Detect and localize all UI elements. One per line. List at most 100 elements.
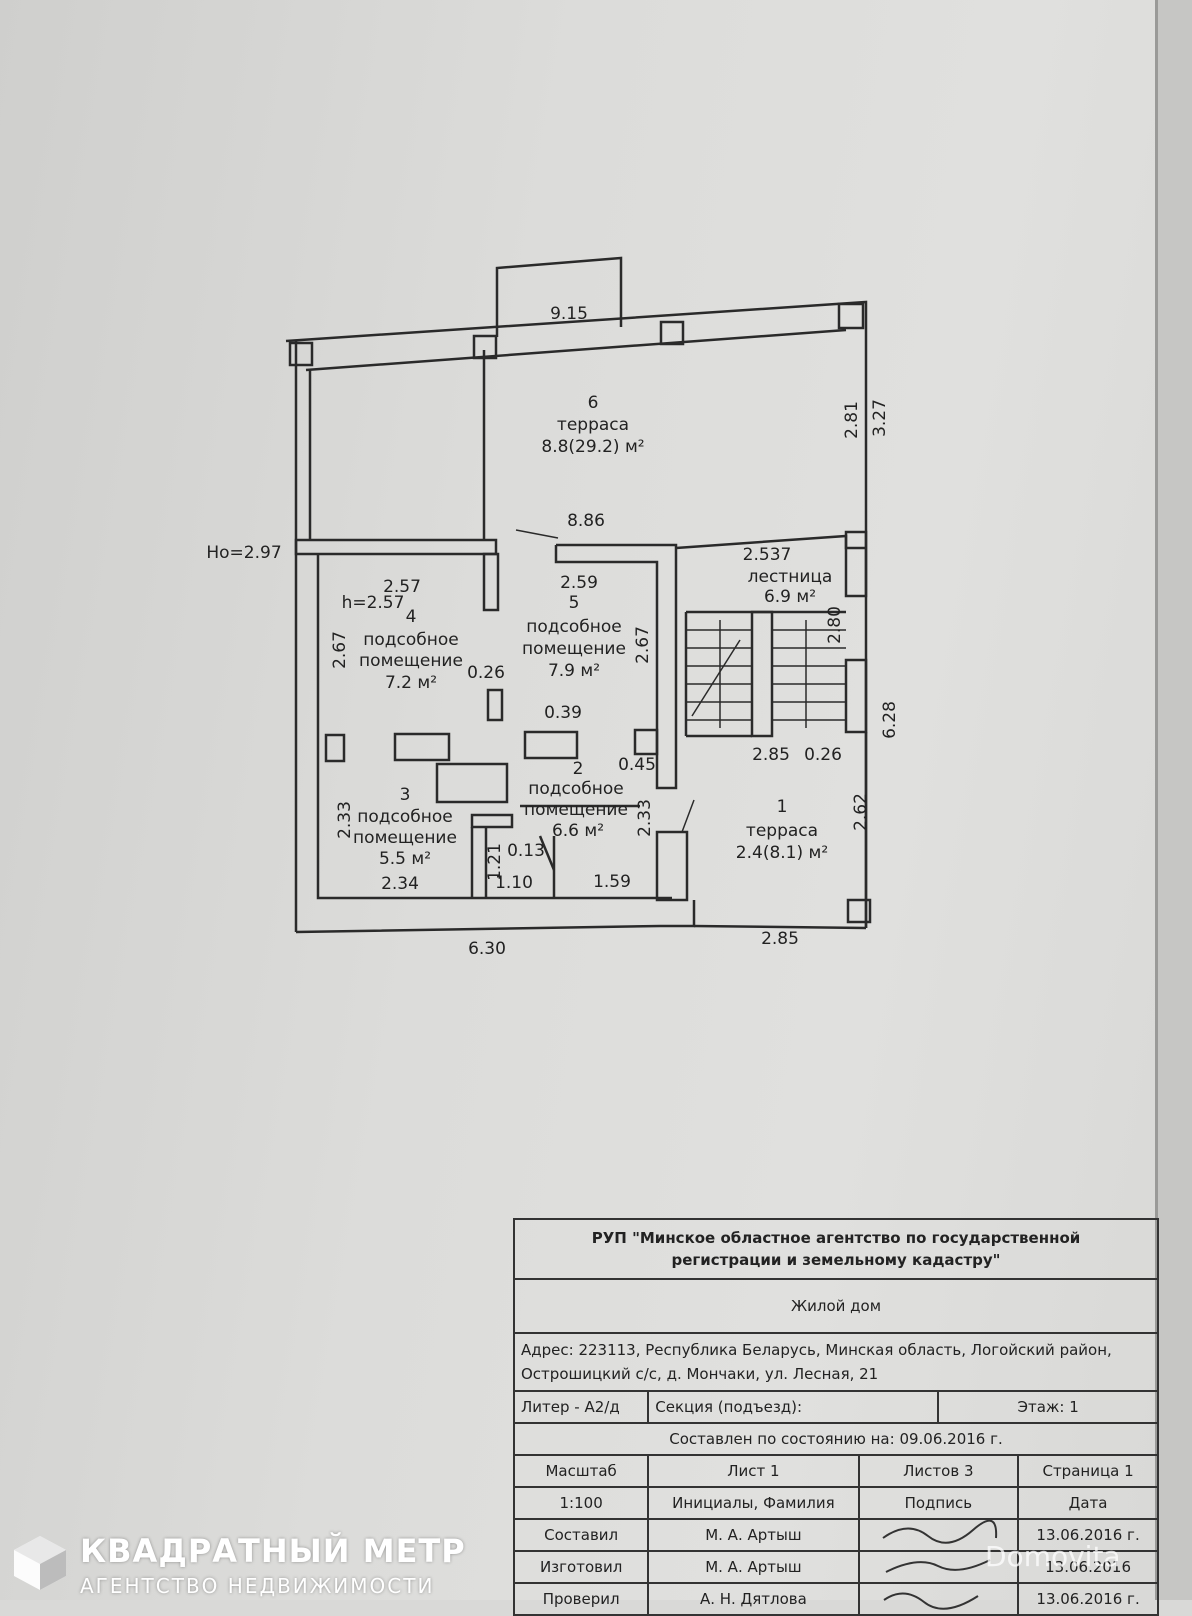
room-4-height: h=2.57	[342, 593, 405, 613]
stamp-state: Составлен по состоянию на: 09.06.2016 г.	[513, 1422, 1159, 1456]
stamp-org-line1: РУП "Минское областное агентство по госу…	[591, 1229, 1081, 1247]
dim-3-27: 3.27	[870, 399, 890, 437]
agency-logo: КВАДРАТНЫЙ МЕТР АГЕНТСТВО НЕДВИЖИМОСТИ	[0, 1520, 500, 1600]
logo-subtitle: АГЕНТСТВО НЕДВИЖИМОСТИ	[80, 1574, 435, 1598]
room-stair-name: лестница	[748, 567, 833, 587]
stamp-address-line1: Адрес: 223113, Республика Беларусь, Минс…	[521, 1341, 1112, 1359]
room-3-name-l2: помещение	[353, 828, 457, 848]
stamp-h-scale: Масштаб	[512, 1454, 650, 1488]
dim-2-33-a: 2.33	[335, 801, 355, 839]
dim-2-80: 2.80	[825, 606, 845, 644]
room-5-name-l1: подсобное	[526, 617, 621, 637]
room-5-name-l2: помещение	[522, 639, 626, 659]
room-4-name-l2: помещение	[359, 651, 463, 671]
background-strip	[1158, 0, 1192, 1600]
stamp-h-names: Инициалы, Фамилия	[647, 1486, 860, 1520]
dim-2-62: 2.62	[851, 793, 871, 831]
stamp-h-sheet: Лист 1	[647, 1454, 860, 1488]
dim-9-15: 9.15	[550, 304, 588, 324]
dim-2-59: 2.59	[560, 573, 598, 593]
stamp-row-made: Изготовил М. А. Артыш 13.06.2016	[512, 1550, 1159, 1584]
stamp-h-sheets-label: Листов	[903, 1462, 960, 1480]
stamp-person: А. Н. Дятлова	[647, 1582, 860, 1616]
stamp-org: РУП "Минское областное агентство по госу…	[513, 1218, 1159, 1280]
stamp-person: М. А. Артыш	[647, 1550, 860, 1584]
paper-edge	[1155, 0, 1158, 1600]
stamp-row-compiled: Составил М. А. Артыш 13.06.2016 г.	[512, 1518, 1159, 1552]
dim-0-39: 0.39	[544, 703, 582, 723]
room-1-number: 1	[777, 797, 788, 817]
room-6-number: 6	[588, 393, 599, 413]
dim-1-10: 1.10	[495, 873, 533, 893]
dim-8-86: 8.86	[567, 511, 605, 531]
dim-0-13: 0.13	[507, 841, 545, 861]
stamp-date: 13.06.2016	[1017, 1550, 1159, 1584]
room-1-name: терраса	[746, 821, 818, 841]
signature-icon	[882, 1519, 998, 1544]
stamp-h-sign: Подпись	[857, 1486, 1020, 1520]
stamp-person: М. А. Артыш	[647, 1518, 860, 1552]
watermark: Domovita	[985, 1540, 1121, 1573]
stamp-role: Проверил	[512, 1582, 650, 1616]
room-2-number: 2	[573, 759, 584, 779]
dim-2-85-b: 2.85	[761, 929, 799, 949]
dimension-labels: 9.15 8.86 Ho=2.97 2.57 2.59 0.26 0.39 0.…	[206, 304, 900, 959]
room-4-name-l1: подсобное	[363, 630, 458, 650]
room-4-number: 4	[406, 607, 417, 627]
stamp-signature	[857, 1518, 1020, 1552]
dim-ho: Ho=2.97	[206, 543, 281, 563]
stamp-h-sheets: Листов 3	[857, 1454, 1020, 1488]
dim-2-57: 2.57	[383, 577, 421, 597]
stamp-row-checked: Проверил А. Н. Дятлова 13.06.2016 г.	[512, 1582, 1159, 1616]
stamp-floor-value: 1	[1069, 1398, 1079, 1416]
room-stair-number: 2.537	[743, 545, 792, 565]
stamp-h-sheet-label: Лист	[727, 1462, 766, 1480]
room-3-name-l1: подсобное	[357, 807, 452, 827]
dim-0-45: 0.45	[618, 755, 656, 775]
title-block: РУП "Минское областное агентство по госу…	[512, 1218, 1159, 1616]
dim-1-59: 1.59	[593, 872, 631, 892]
room-6-area: 8.8(29.2) м²	[541, 437, 644, 457]
signature-icon	[883, 1592, 979, 1610]
dim-2-34: 2.34	[381, 874, 419, 894]
room-1-area: 2.4(8.1) м²	[736, 843, 828, 863]
dim-0-26-b: 0.26	[804, 745, 842, 765]
room-2-name-l1: подсобное	[528, 779, 623, 799]
dim-2-81: 2.81	[842, 401, 862, 439]
room-5-area: 7.9 м²	[548, 661, 600, 681]
room-4-area: 7.2 м²	[385, 673, 437, 693]
stamp-address: Адрес: 223113, Республика Беларусь, Минс…	[513, 1332, 1159, 1392]
stamp-floor-label: Этаж:	[1017, 1398, 1065, 1416]
dim-2-67-a: 2.67	[330, 631, 350, 669]
signature-icon	[885, 1559, 991, 1573]
stamp-h-page: Страница 1	[1017, 1454, 1159, 1488]
stamp-section: Секция (подъезд):	[647, 1390, 940, 1424]
room-stair-area: 6.9 м²	[764, 587, 816, 607]
room-2-area: 6.6 м²	[552, 821, 604, 841]
dim-2-67-b: 2.67	[633, 626, 653, 664]
stamp-date: 13.06.2016 г.	[1017, 1582, 1159, 1616]
stamp-h-date: Дата	[1017, 1486, 1159, 1520]
stamp-signature	[857, 1550, 1020, 1584]
stamp-sheet-value: 1	[770, 1462, 780, 1480]
dim-6-28: 6.28	[880, 701, 900, 739]
stamp-org-line2: регистрации и земельному кадастру"	[671, 1251, 1001, 1269]
stamp-role: Изготовил	[512, 1550, 650, 1584]
cube-logo-icon	[14, 1536, 66, 1590]
stamp-role: Составил	[512, 1518, 650, 1552]
stamp-scale: 1:100	[512, 1486, 650, 1520]
stamp-floor: Этаж: 1	[937, 1390, 1159, 1424]
stamp-liter: Литер - А2/д	[512, 1390, 650, 1424]
room-6-name: терраса	[557, 415, 629, 435]
stamp-object: Жилой дом	[513, 1278, 1159, 1334]
room-2-name-l2: помещение	[524, 800, 628, 820]
dim-2-33-b: 2.33	[635, 799, 655, 837]
dim-6-30: 6.30	[468, 939, 506, 959]
room-3-number: 3	[400, 785, 411, 805]
room-labels: 6 терраса 8.8(29.2) м² 2.537 лестница 6.…	[342, 393, 833, 869]
plan-walls	[285, 256, 872, 934]
stamp-sheets-value: 3	[963, 1462, 974, 1480]
dim-2-85-a: 2.85	[752, 745, 790, 765]
room-3-area: 5.5 м²	[379, 849, 431, 869]
